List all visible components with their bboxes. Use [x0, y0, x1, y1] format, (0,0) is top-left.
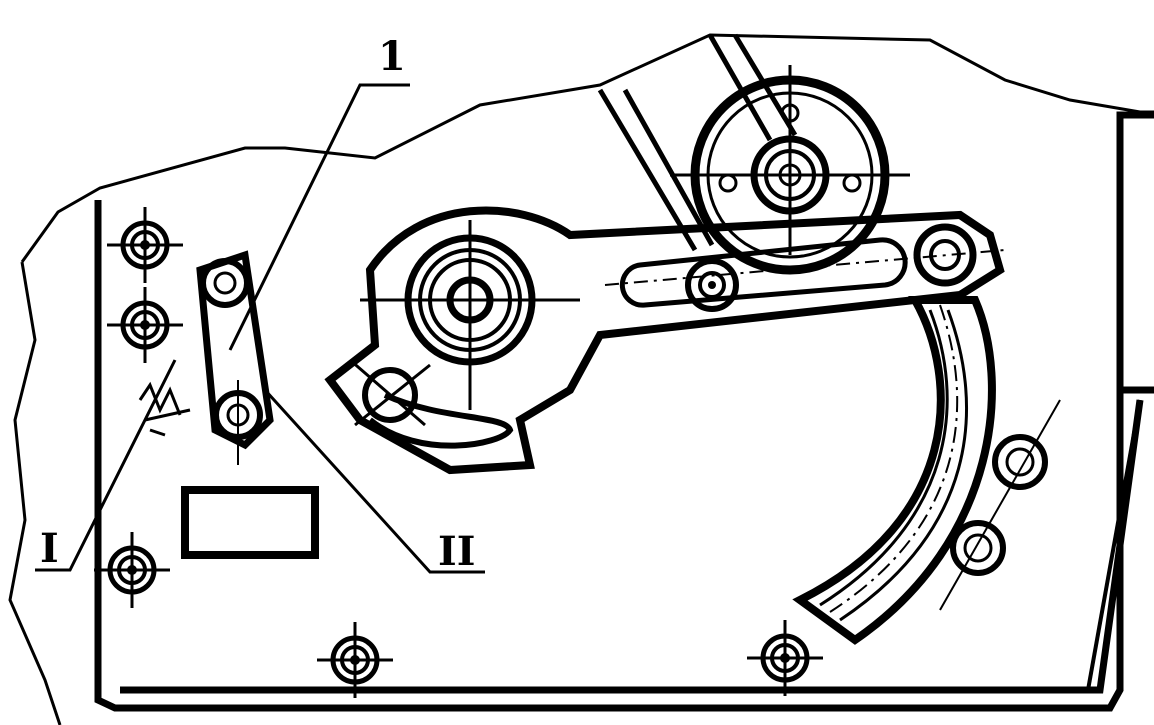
- curved-arm-groove: [819, 309, 969, 622]
- fastener-mid-left: [107, 287, 183, 363]
- label-I: I: [40, 525, 59, 572]
- small-lever-top-pin: [200, 258, 250, 308]
- small-lever-bottom-pin: [213, 380, 263, 465]
- right-bolt-upper: [992, 434, 1048, 490]
- spring-sketch: [138, 381, 191, 437]
- fastener-bottom-right: [747, 620, 823, 696]
- right-bolt-lower: [950, 520, 1006, 576]
- slide-slot: [619, 237, 908, 308]
- torn-outline: [8, 33, 1154, 725]
- rectangular-window: [181, 486, 319, 559]
- main-gear: [360, 220, 580, 410]
- label-II: II: [438, 528, 475, 575]
- leader-1: [228, 83, 410, 351]
- slot-pin: [349, 358, 431, 427]
- lower-slot: [368, 392, 514, 449]
- upper-link: [597, 33, 798, 252]
- frame-plate: [94, 111, 1154, 712]
- slide-slot-centerline: [604, 249, 1006, 286]
- fastener-top-left: [107, 207, 183, 283]
- right-bolt-axis: [939, 399, 1061, 611]
- curved-arm-centerline: [829, 304, 959, 613]
- frame-edge: [1086, 399, 1142, 691]
- label-1: 1: [378, 33, 406, 80]
- slide-pin: [685, 258, 739, 312]
- fastener-bottom-left: [94, 532, 170, 608]
- right-pivot: [913, 223, 977, 287]
- leader-I: [35, 359, 177, 572]
- small-lever: [196, 250, 274, 450]
- sector-plate: [324, 206, 1005, 475]
- leader-II: [263, 388, 485, 574]
- curved-arm: [792, 296, 996, 645]
